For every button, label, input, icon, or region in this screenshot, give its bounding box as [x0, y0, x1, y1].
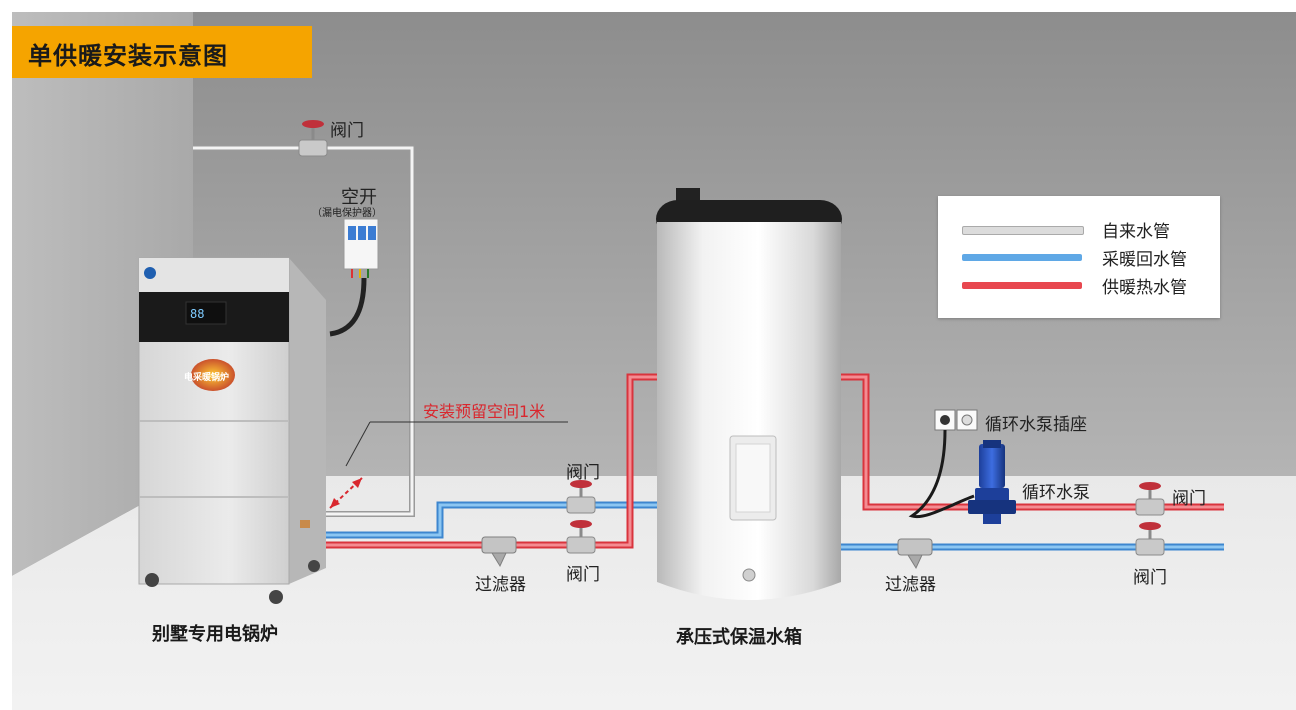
filter-right-icon: [897, 538, 933, 570]
legend-item-tap-water: 自来水管: [938, 215, 1220, 242]
storage-tank: [656, 188, 842, 600]
valve-right-lower-icon: [1135, 522, 1165, 556]
label-pump: 循环水泵: [1022, 483, 1090, 503]
label-filter-right: 过滤器: [885, 575, 936, 595]
legend-label-tap-water: 自来水管: [1102, 222, 1170, 242]
page-title: 单供暖安装示意图: [28, 42, 228, 70]
title-banner: [12, 26, 312, 78]
caption-boiler: 别墅专用电锅炉: [152, 624, 278, 645]
legend-item-return: 采暖回水管: [938, 243, 1220, 270]
supply-pipe-right: [838, 373, 1224, 511]
legend-line-tap-water: [962, 226, 1084, 235]
filter-left-icon: [481, 536, 517, 568]
label-valve-top: 阀门: [330, 121, 364, 141]
valve-lower-mid-icon: [566, 520, 596, 554]
label-valve-right-upper: 阀门: [1172, 489, 1206, 509]
label-valve-right-lower: 阀门: [1133, 568, 1167, 588]
legend-label-supply: 供暖热水管: [1102, 278, 1187, 298]
boiler-badge-text: 电采暖锅炉: [184, 371, 229, 383]
pump-socket-icon: [934, 409, 978, 431]
label-breaker-sub: （漏电保护器）: [312, 208, 382, 219]
power-cable: [329, 277, 367, 337]
legend-label-return: 采暖回水管: [1102, 250, 1187, 270]
valve-top-icon: [298, 120, 328, 157]
valve-right-upper-icon: [1135, 482, 1165, 516]
install-space-annotation: [329, 421, 568, 509]
label-pump-socket: 循环水泵插座: [985, 415, 1087, 435]
label-valve-upper-mid: 阀门: [566, 463, 600, 483]
caption-tank: 承压式保温水箱: [676, 627, 802, 648]
label-filter-left: 过滤器: [475, 575, 526, 595]
return-pipe-left: [318, 501, 660, 539]
circuit-breaker: [343, 218, 379, 278]
label-install-space: 安装预留空间1米: [423, 402, 546, 421]
legend-line-supply: [962, 282, 1082, 289]
svg-text:88: 88: [190, 307, 204, 321]
label-valve-lower-mid: 阀门: [566, 565, 600, 585]
pump-cable: [908, 429, 975, 519]
legend-line-return: [962, 254, 1082, 261]
legend: 自来水管 采暖回水管 供暖热水管: [938, 196, 1220, 318]
circulation-pump-icon: [968, 440, 1016, 524]
valve-upper-mid-icon: [566, 480, 596, 514]
label-breaker: 空开: [341, 187, 377, 208]
electric-boiler: 88: [138, 257, 326, 604]
legend-item-supply: 供暖热水管: [938, 271, 1220, 298]
supply-pipe-left: [305, 373, 660, 549]
